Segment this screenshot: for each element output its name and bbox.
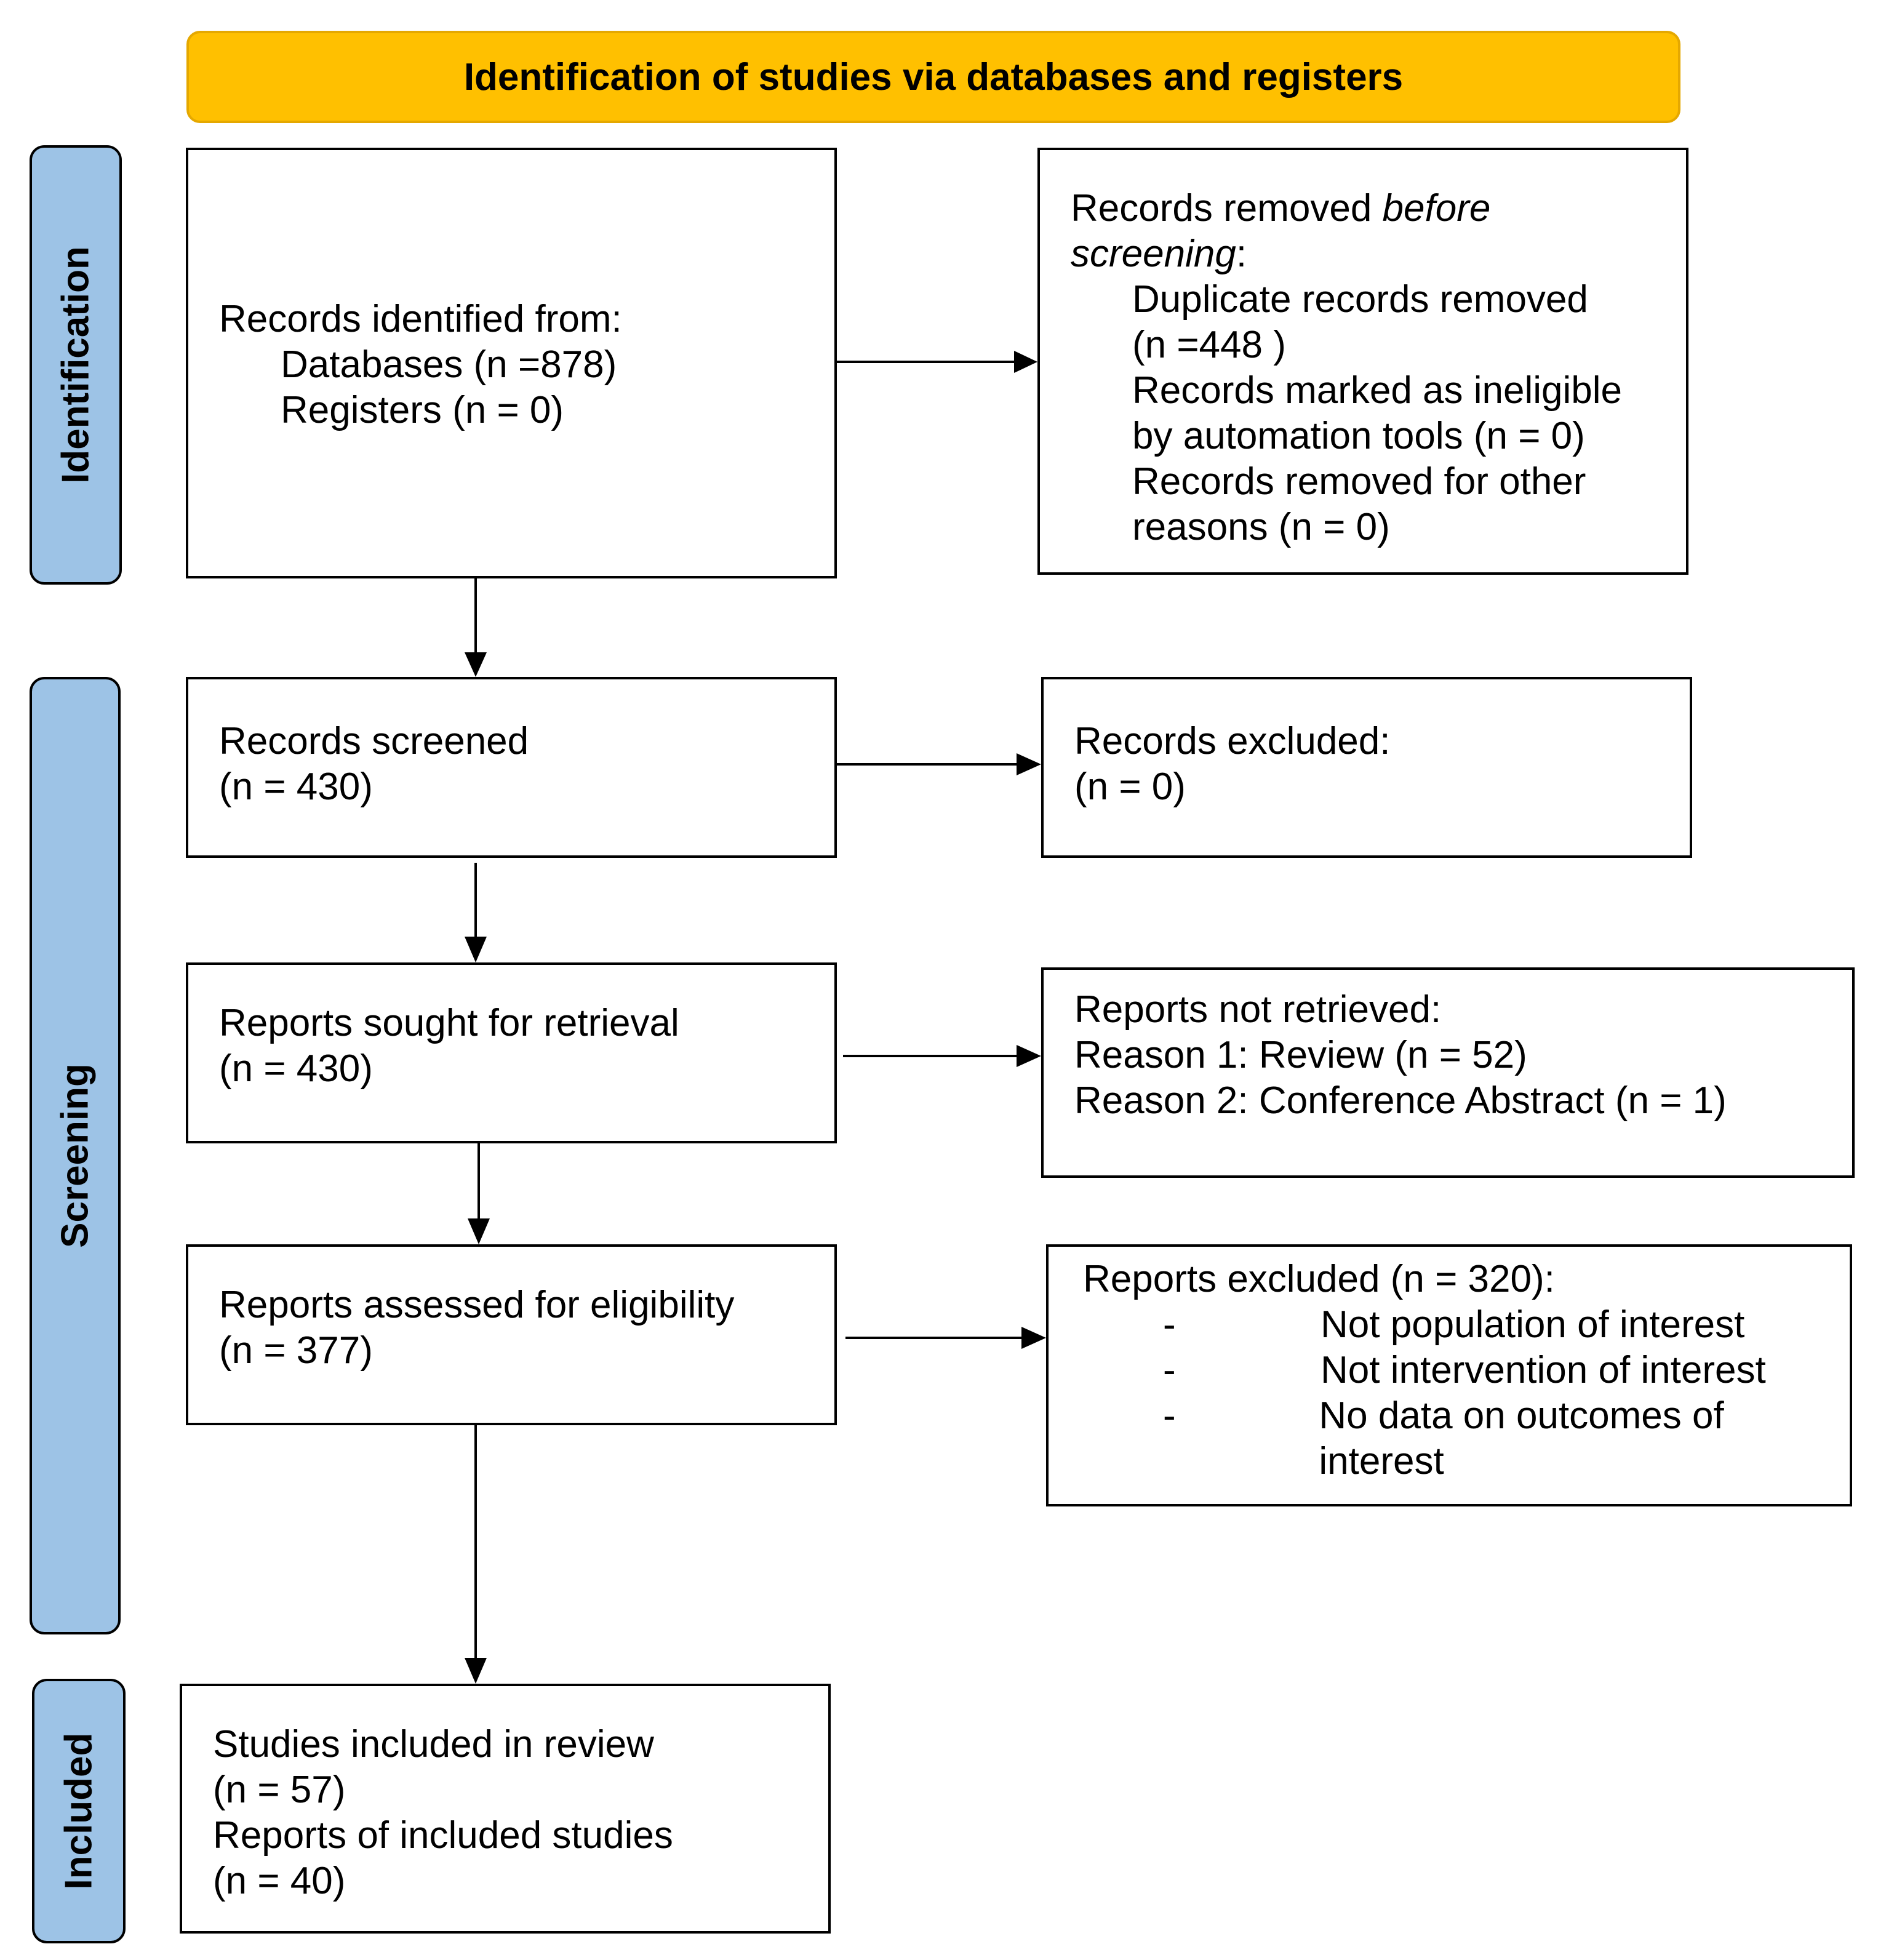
other-reasons-line-1: Records removed for other <box>1132 460 1586 503</box>
duplicates-line-2: (n =448 ) <box>1132 324 1286 366</box>
reports-excluded-heading: Reports excluded (n = 320): <box>1083 1258 1555 1300</box>
ineligible-line-1: Records marked as ineligible <box>1132 369 1623 412</box>
list-dash: - <box>1163 1394 1176 1437</box>
exclusion-reason-text: Not intervention of interest <box>1321 1349 1766 1391</box>
arrowhead-screened-to-sought <box>465 937 487 962</box>
studies-included-label: Studies included in review <box>213 1723 654 1766</box>
exclusion-reason-item: - Not intervention of interest <box>1083 1348 1850 1393</box>
exclusion-reason-text: No data on outcomes of interest <box>1319 1394 1724 1482</box>
arrowhead-assessed-to-excluded <box>1021 1327 1046 1349</box>
header-banner: Identification of studies via databases … <box>186 31 1680 123</box>
phase-identification: Identification <box>30 145 122 585</box>
registers-count: Registers (n = 0) <box>281 389 564 431</box>
arrowhead-sought-to-not-retrieved <box>1017 1045 1041 1067</box>
exclusion-reason-text: Not population of interest <box>1321 1303 1745 1346</box>
list-dash: - <box>1163 1349 1176 1391</box>
phase-included: Included <box>32 1679 126 1943</box>
databases-count: Databases (n =878) <box>281 343 617 386</box>
ineligible-line-2: by automation tools (n = 0) <box>1132 415 1585 457</box>
records-removed-box: Records removed before screening: Duplic… <box>1037 148 1688 575</box>
reason-1: Reason 1: Review (n = 52) <box>1074 1034 1527 1076</box>
studies-included-box: Studies included in review (n = 57) Repo… <box>180 1684 831 1934</box>
records-removed-heading-1: Records removed before <box>1071 187 1491 230</box>
records-excluded-count: (n = 0) <box>1074 766 1186 808</box>
records-screened-count: (n = 430) <box>219 766 373 808</box>
list-dash: - <box>1163 1303 1176 1346</box>
reports-not-retrieved-box: Reports not retrieved: Reason 1: Review … <box>1041 967 1855 1178</box>
reports-included-count: (n = 40) <box>213 1860 346 1902</box>
records-excluded-box: Records excluded: (n = 0) <box>1041 677 1692 858</box>
records-identified-box: Records identified from: Databases (n =8… <box>186 148 837 578</box>
other-reasons-line-2: reasons (n = 0) <box>1132 506 1390 548</box>
reports-not-retrieved-heading: Reports not retrieved: <box>1074 988 1442 1031</box>
reports-excluded-box: Reports excluded (n = 320): - Not popula… <box>1046 1244 1852 1506</box>
duplicates-line-1: Duplicate records removed <box>1132 278 1588 321</box>
studies-included-count: (n = 57) <box>213 1769 346 1811</box>
header-title: Identification of studies via databases … <box>463 55 1404 98</box>
exclusion-reason-item: - No data on outcomes of interest <box>1083 1393 1850 1484</box>
records-screened-box: Records screened (n = 430) <box>186 677 837 858</box>
reports-assessed-label: Reports assessed for eligibility <box>219 1284 735 1326</box>
reports-included-label: Reports of included studies <box>213 1814 673 1857</box>
arrowhead-assessed-to-included <box>465 1658 487 1684</box>
records-identified-heading: Records identified from: <box>219 298 622 340</box>
reason-2: Reason 2: Conference Abstract (n = 1) <box>1074 1079 1727 1122</box>
records-removed-heading-2: screening: <box>1071 233 1247 275</box>
records-screened-label: Records screened <box>219 720 529 762</box>
arrowhead-screened-to-excluded <box>1017 753 1041 775</box>
phase-screening: Screening <box>30 677 121 1634</box>
reports-sought-count: (n = 430) <box>219 1047 373 1090</box>
records-excluded-label: Records excluded: <box>1074 720 1391 762</box>
arrowhead-identified-to-removed <box>1014 351 1037 373</box>
reports-sought-label: Reports sought for retrieval <box>219 1002 679 1044</box>
reports-assessed-box: Reports assessed for eligibility (n = 37… <box>186 1244 837 1425</box>
arrowhead-identified-to-screened <box>465 652 487 677</box>
arrowhead-sought-to-assessed <box>468 1218 490 1244</box>
exclusion-reason-item: - Not population of interest <box>1083 1302 1850 1348</box>
reports-sought-box: Reports sought for retrieval (n = 430) <box>186 962 837 1143</box>
reports-assessed-count: (n = 377) <box>219 1329 373 1372</box>
